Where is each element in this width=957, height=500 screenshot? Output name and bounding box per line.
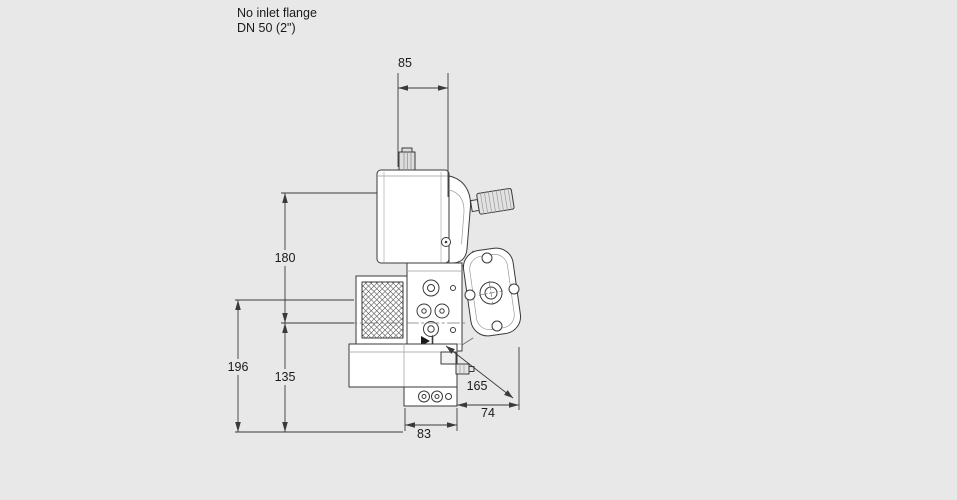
dimension-180: 180: [275, 192, 377, 324]
dimension-85: 85: [397, 56, 449, 197]
vent-nipple: [470, 187, 515, 215]
flange-center-cross: [478, 280, 504, 306]
body-port: [434, 303, 450, 319]
pressure-regulator-block: [348, 343, 458, 407]
adjustment-spindle: [398, 147, 416, 171]
dim-label-height-lower: 135: [275, 370, 296, 384]
dim-label-axis-to-flange: 165: [467, 379, 488, 393]
dimension-165: 165: [445, 345, 514, 399]
filter-chamber: [355, 275, 408, 345]
test-point-nipple: [440, 351, 475, 375]
filter-mesh: [361, 281, 404, 339]
block-port: [418, 390, 430, 403]
dimension-74: 74: [457, 347, 520, 420]
variant-note-line1: No inlet flange: [237, 6, 317, 20]
body-port: [423, 321, 439, 337]
flange-bolt-hole: [464, 289, 476, 301]
dim-label-flange-depth: 74: [481, 406, 495, 420]
body-port: [416, 303, 432, 319]
dimension-83: 83: [404, 408, 458, 441]
valve-body: [406, 262, 463, 352]
actuator-cylinder: [376, 169, 450, 264]
dim-label-height-upper: 180: [275, 251, 296, 265]
body-port: [422, 279, 440, 297]
dim-label-top-width: 85: [398, 56, 412, 70]
dimension-196: 196: [228, 299, 403, 433]
flange-bolt-hole: [491, 320, 503, 332]
flange-bolt-hole: [481, 252, 493, 264]
flange-bolt-hole: [508, 283, 520, 295]
dim-label-body-width: 83: [417, 427, 431, 441]
outlet-flange: [461, 247, 522, 346]
variant-note-line2: DN 50 (2"): [237, 21, 296, 35]
dimension-135: 135: [275, 323, 296, 432]
dim-label-height-total: 196: [228, 360, 249, 374]
block-port: [431, 390, 443, 403]
variant-note: No inlet flange DN 50 (2"): [237, 6, 317, 36]
